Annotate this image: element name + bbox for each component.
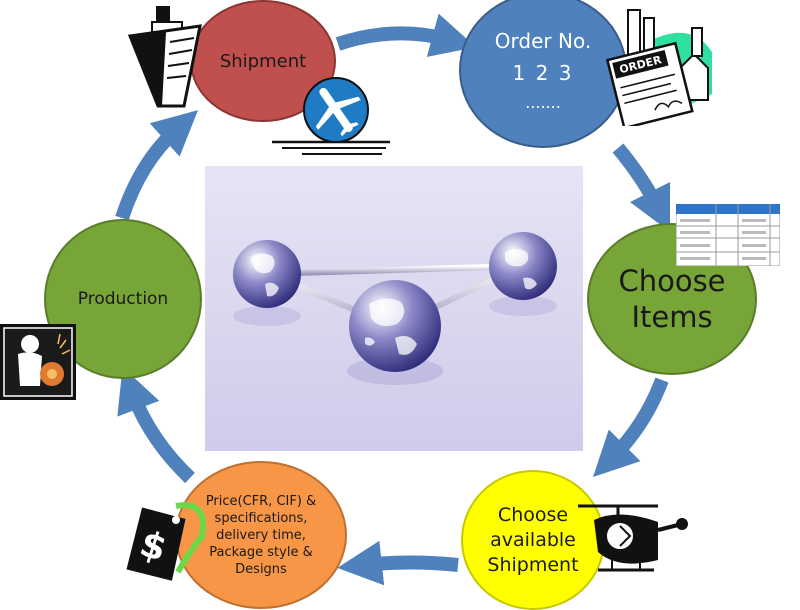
node-production-label: Production <box>77 289 169 309</box>
node-order-numbers: 1 2 3 <box>512 60 574 85</box>
arrow-order-to-items <box>612 143 671 233</box>
ship-icon <box>127 6 202 108</box>
node-avail-line2: available <box>490 528 576 551</box>
node-price-line3: delivery time, <box>216 527 306 543</box>
node-order-title: Order No. <box>494 28 592 53</box>
spreadsheet-icon <box>676 204 780 266</box>
arrow-price-to-production <box>117 366 195 484</box>
node-price-line5: Designs <box>235 561 287 577</box>
arrow-shipment-to-order <box>335 13 476 57</box>
node-price-line1: Price(CFR, CIF) & <box>205 493 317 509</box>
node-price-line2: specifications, <box>214 510 308 526</box>
worker-icon <box>0 324 76 400</box>
node-choose-items: Choose Items <box>587 223 757 375</box>
price-tag-icon: $ <box>126 502 206 581</box>
node-order-dots: ....... <box>525 92 561 112</box>
factory-order-icon: ORDER <box>605 9 712 126</box>
arrow-items-to-avail <box>592 377 669 478</box>
node-items-line2: Items <box>631 300 713 334</box>
airplane-icon <box>272 77 390 155</box>
arrow-avail-to-price <box>337 540 459 586</box>
helicopter-icon <box>578 504 688 572</box>
node-avail-line1: Choose <box>497 503 569 526</box>
globes-image <box>205 166 583 451</box>
node-shipment-label: Shipment <box>219 50 307 72</box>
node-avail-line3: Shipment <box>487 553 579 576</box>
arrow-production-to-shipment <box>115 110 199 221</box>
node-items-line1: Choose <box>618 264 726 298</box>
node-price-line4: Package style & <box>209 544 313 560</box>
node-price-specifications: Price(CFR, CIF) & specifications, delive… <box>175 461 347 609</box>
